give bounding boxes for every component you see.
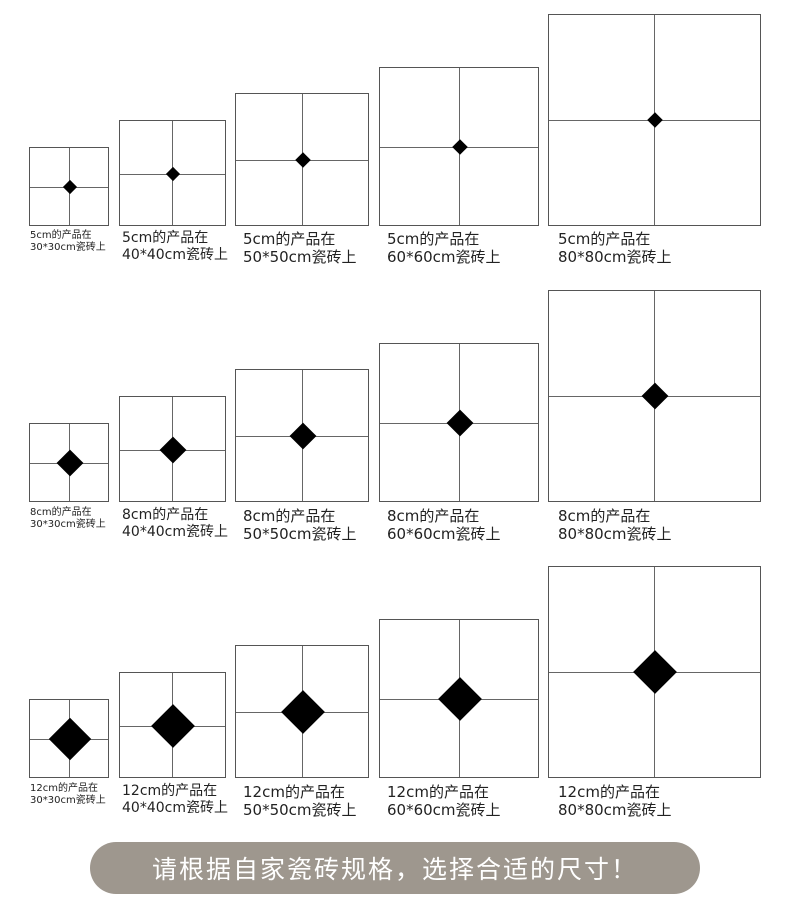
banner-text: 请根据自家瓷砖规格，选择合适的尺寸！ [151, 855, 638, 884]
tile-8cm-40x40 [119, 396, 226, 502]
product-diamond [633, 650, 677, 694]
tile-5cm-80x80 [548, 14, 761, 226]
tile-12cm-30x30 [29, 699, 109, 778]
caption-line-2: 80*80cm瓷砖上 [558, 801, 672, 819]
tile-5cm-40x40 [119, 120, 226, 226]
tile-caption: 8cm的产品在 30*30cm瓷砖上 [30, 507, 106, 531]
caption-line-2: 80*80cm瓷砖上 [558, 248, 672, 266]
caption-line-2: 50*50cm瓷砖上 [243, 525, 357, 543]
tile-caption: 5cm的产品在 80*80cm瓷砖上 [558, 230, 672, 266]
caption-line-1: 8cm的产品在 [558, 507, 651, 525]
tile-12cm-50x50 [235, 645, 369, 778]
product-diamond [647, 112, 663, 128]
product-diamond [641, 382, 669, 410]
tile-5cm-50x50 [235, 93, 369, 226]
tile-caption: 8cm的产品在 80*80cm瓷砖上 [558, 507, 672, 543]
tile-caption: 5cm的产品在 60*60cm瓷砖上 [387, 230, 501, 266]
product-diamond [295, 152, 311, 168]
product-diamond [281, 690, 325, 734]
product-diamond [48, 717, 92, 761]
caption-line-2: 60*60cm瓷砖上 [387, 801, 501, 819]
caption-line-1: 8cm的产品在 [122, 507, 209, 523]
caption-line-2: 40*40cm瓷砖上 [122, 523, 228, 540]
caption-line-2: 60*60cm瓷砖上 [387, 525, 501, 543]
tile-caption: 12cm的产品在 60*60cm瓷砖上 [387, 783, 501, 819]
tile-caption: 8cm的产品在 60*60cm瓷砖上 [387, 507, 501, 543]
size-advice-banner: 请根据自家瓷砖规格，选择合适的尺寸！ [90, 842, 700, 894]
tile-caption: 12cm的产品在 40*40cm瓷砖上 [122, 783, 228, 817]
caption-line-1: 5cm的产品在 [243, 230, 336, 248]
tile-8cm-30x30 [29, 423, 109, 502]
caption-line-1: 12cm的产品在 [122, 783, 218, 799]
product-diamond [165, 166, 181, 182]
product-diamond [159, 436, 187, 464]
tile-5cm-30x30 [29, 147, 109, 226]
tile-12cm-60x60 [379, 619, 539, 778]
product-diamond [438, 677, 482, 721]
caption-line-2: 50*50cm瓷砖上 [243, 801, 357, 819]
tile-12cm-80x80 [548, 566, 761, 778]
tile-8cm-50x50 [235, 369, 369, 502]
caption-line-1: 5cm的产品在 [387, 230, 480, 248]
tile-12cm-40x40 [119, 672, 226, 778]
product-diamond [62, 179, 78, 195]
tile-caption: 12cm的产品在 50*50cm瓷砖上 [243, 783, 357, 819]
product-diamond [452, 139, 468, 155]
tile-caption: 12cm的产品在 30*30cm瓷砖上 [30, 783, 106, 807]
caption-line-1: 5cm的产品在 [122, 230, 209, 246]
caption-line-1: 5cm的产品在 [558, 230, 651, 248]
caption-line-1: 8cm的产品在 [30, 507, 92, 518]
caption-line-2: 80*80cm瓷砖上 [558, 525, 672, 543]
product-diamond [446, 409, 474, 437]
caption-line-2: 40*40cm瓷砖上 [122, 799, 228, 816]
tile-caption: 5cm的产品在 30*30cm瓷砖上 [30, 230, 106, 254]
tile-5cm-60x60 [379, 67, 539, 226]
caption-line-1: 8cm的产品在 [387, 507, 480, 525]
caption-line-2: 60*60cm瓷砖上 [387, 248, 501, 266]
tile-caption: 8cm的产品在 50*50cm瓷砖上 [243, 507, 357, 543]
tile-caption: 12cm的产品在 80*80cm瓷砖上 [558, 783, 672, 819]
product-diamond [151, 704, 195, 748]
tile-caption: 5cm的产品在 40*40cm瓷砖上 [122, 230, 228, 264]
caption-line-1: 12cm的产品在 [387, 783, 489, 801]
caption-line-1: 12cm的产品在 [558, 783, 660, 801]
caption-line-1: 12cm的产品在 [30, 783, 98, 794]
caption-line-2: 30*30cm瓷砖上 [30, 795, 106, 806]
product-diamond [56, 449, 84, 477]
caption-line-2: 30*30cm瓷砖上 [30, 242, 106, 253]
caption-line-2: 40*40cm瓷砖上 [122, 246, 228, 263]
tile-caption: 8cm的产品在 40*40cm瓷砖上 [122, 507, 228, 541]
tile-8cm-80x80 [548, 290, 761, 502]
caption-line-1: 12cm的产品在 [243, 783, 345, 801]
tile-caption: 5cm的产品在 50*50cm瓷砖上 [243, 230, 357, 266]
caption-line-1: 5cm的产品在 [30, 230, 92, 241]
caption-line-1: 8cm的产品在 [243, 507, 336, 525]
tile-8cm-60x60 [379, 343, 539, 502]
caption-line-2: 30*30cm瓷砖上 [30, 519, 106, 530]
caption-line-2: 50*50cm瓷砖上 [243, 248, 357, 266]
product-diamond [289, 422, 317, 450]
